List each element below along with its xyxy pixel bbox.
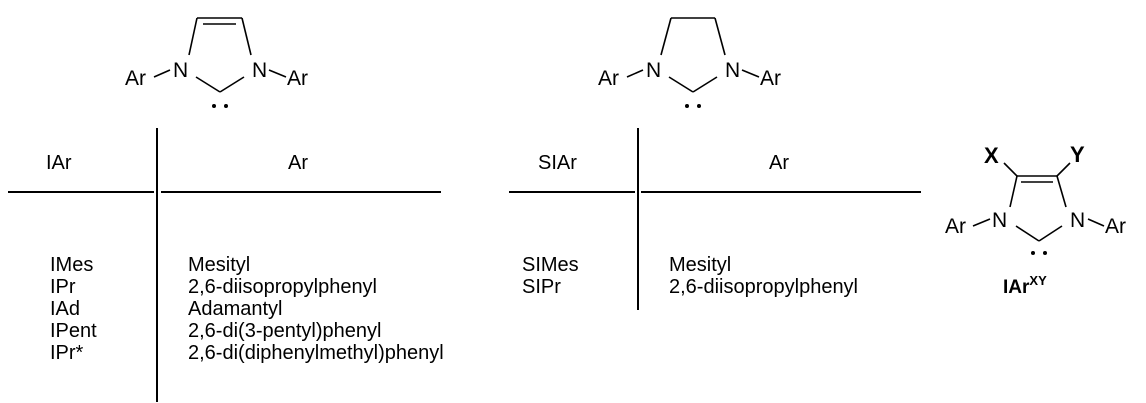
compound-label: IArXY [1003,273,1047,298]
table-row-name: SIPr [522,276,561,298]
bond-c5-n [714,17,726,56]
siar-name-header: SIAr [538,152,577,174]
iar-column-separator [156,128,158,402]
bond-n-ar-left [626,69,644,78]
iar-header-rule-left [8,191,154,193]
table-row-name: IPent [50,320,97,342]
table-row-ar: 2,6-di(diphenylmethyl)phenyl [188,342,444,364]
iar-name-header: IAr [46,152,72,174]
siar-header-rule-left [509,191,635,193]
atom-n-right: N [725,59,740,82]
table-row-ar: 2,6-diisopropylphenyl [188,276,378,298]
atom-n-left: N [173,59,188,82]
iar-name-column: IMes IPr IAd IPent IPr* [50,254,97,364]
table-row-ar: Mesityl [669,254,732,276]
bond-c5-y [1056,162,1071,177]
table-row-ar: 2,6-diisopropylphenyl [669,276,859,298]
atom-n-left: N [992,209,1007,232]
bond-n-c2-right [1038,225,1063,242]
bond-n-ar-left [972,218,991,227]
siar-header-rule-right [641,191,921,193]
ar-group-left: Ar [125,67,146,90]
bond-c5-n [1056,175,1067,208]
carbene-lone-pair-dot [212,104,216,108]
bond-c4-n [660,17,672,56]
bond-n-c2-left [195,76,221,93]
ar-group-left: Ar [598,67,619,90]
bond-n-ar-right [741,69,760,78]
table-row-ar: Adamantyl [188,298,283,320]
table-row-ar: Mesityl [188,254,251,276]
ar-group-right: Ar [760,67,781,90]
carbene-lone-pair-dot [685,104,689,108]
table-row-name: IPr* [50,342,84,364]
iar-header-rule-right [161,191,441,193]
ar-group-left: Ar [945,215,966,238]
table-row-name: IPr [50,276,76,298]
siar-ar-header: Ar [769,152,789,174]
carbene-lone-pair-dot [224,104,228,108]
siar-ar-column: Mesityl 2,6-diisopropylphenyl [669,254,858,298]
carbene-lone-pair-dot [697,104,701,108]
siar-name-column: SIMes SIPr [522,254,579,298]
ar-group-right: Ar [1105,215,1126,238]
bond-n-ar-left [153,69,171,78]
bond-n-c2-right [692,76,718,93]
bond-c5-n [241,17,252,56]
bond-n-c2-right [219,76,245,93]
atom-n-right: N [252,59,267,82]
atom-n-right: N [1070,209,1085,232]
bond-c4-x [1003,162,1018,177]
carbene-lone-pair-dot [1031,251,1035,255]
bond-n-c2-left [1015,225,1040,242]
table-row-name: IMes [50,254,94,276]
bond-n-ar-right [1087,218,1105,227]
iar-ar-header: Ar [288,152,308,174]
bond-c4-n [1009,175,1018,208]
table-row-ar: 2,6-di(3-pentyl)phenyl [188,320,382,342]
iar-ar-column: Mesityl 2,6-diisopropylphenyl Adamantyl … [188,254,444,364]
substituent-y: Y [1070,142,1085,167]
carbene-lone-pair-dot [1043,251,1047,255]
bond-n-c2-left [668,76,694,93]
bond-c4-n [188,17,198,56]
siar-column-separator [637,128,639,310]
compound-label-superscript: XY [1029,273,1047,288]
table-row-name: IAd [50,298,81,320]
ar-group-right: Ar [287,67,308,90]
table-row-name: SIMes [522,254,579,276]
compound-label-main: IAr [1003,277,1030,298]
bond-n-ar-right [268,69,287,78]
substituent-x: X [984,143,999,168]
atom-n-left: N [646,59,661,82]
